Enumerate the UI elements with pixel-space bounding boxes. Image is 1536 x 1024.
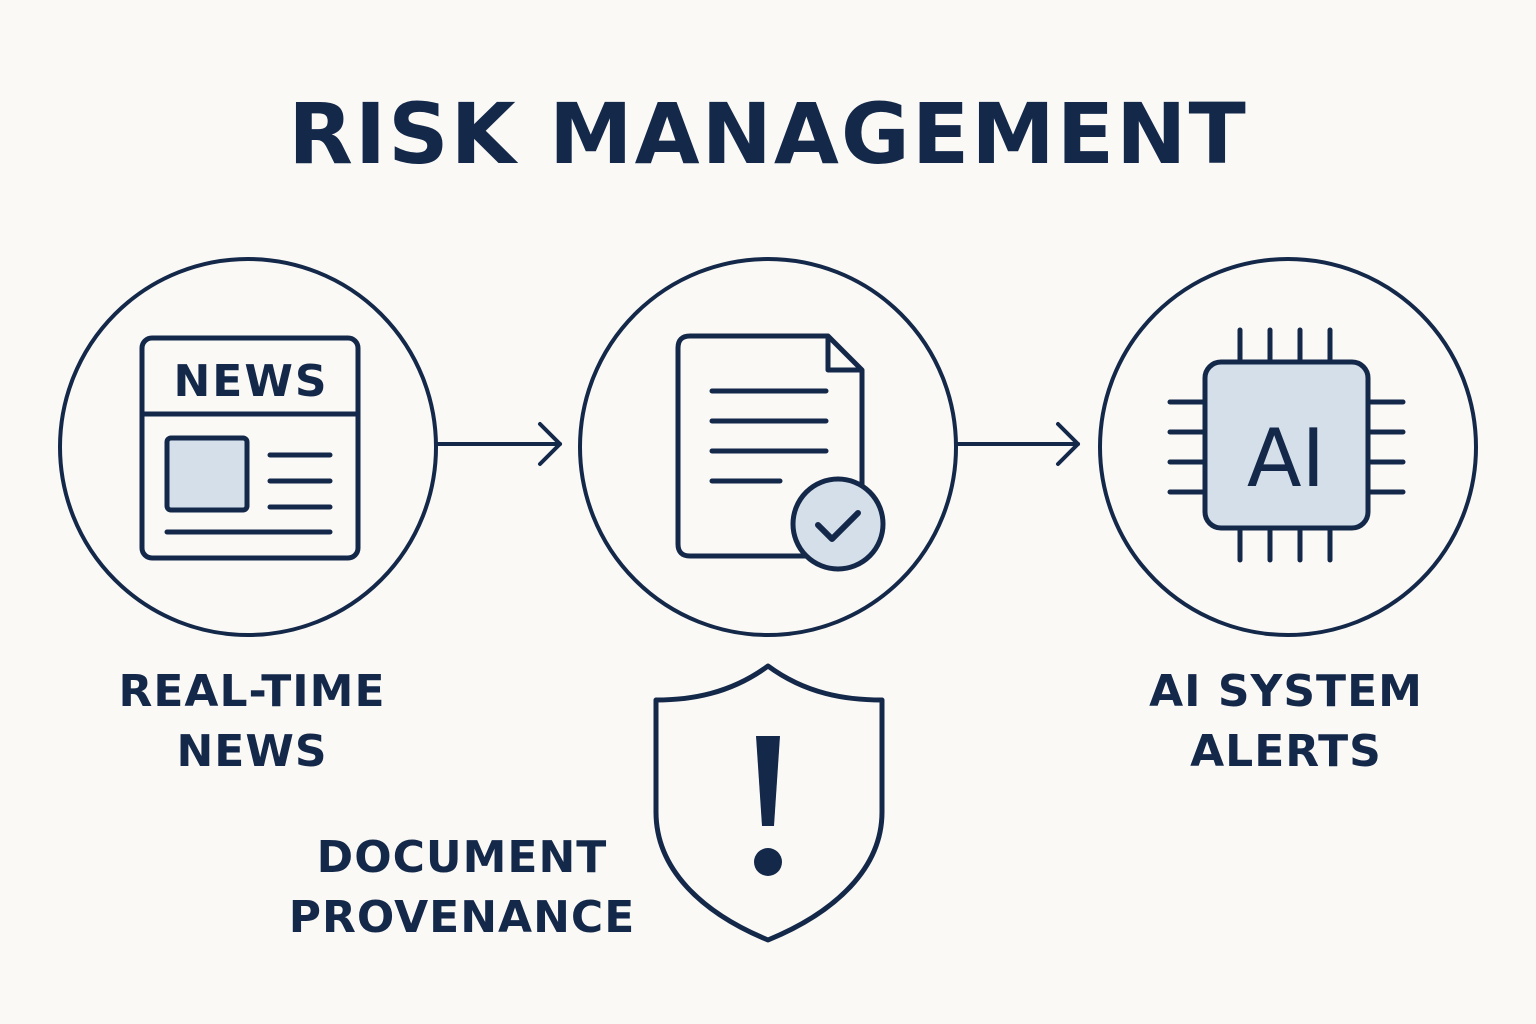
arrow-news-to-document xyxy=(436,422,562,466)
news-label-line-1: REAL-TIME xyxy=(118,666,385,717)
document-label-line-2: PROVENANCE xyxy=(289,892,636,943)
check-badge-icon xyxy=(790,476,886,572)
shield-warning-icon xyxy=(653,663,885,943)
news-node-circle xyxy=(58,257,438,637)
ai-chip-text: AI xyxy=(1247,412,1325,505)
ai-chip-icon: AI xyxy=(1167,327,1406,563)
news-header-text: NEWS xyxy=(173,356,328,407)
verified-document-icon xyxy=(675,333,886,572)
document-label-line-1: DOCUMENT xyxy=(317,832,608,883)
document-node-circle xyxy=(578,257,958,637)
arrow-document-to-ai xyxy=(956,422,1080,466)
diagram-title: RISK MANAGEMENT xyxy=(288,85,1248,183)
newspaper-icon: NEWS xyxy=(139,335,361,561)
ai-label-line-1: AI SYSTEM xyxy=(1149,666,1423,717)
news-label-line-2: NEWS xyxy=(176,726,327,777)
ai-node-circle xyxy=(1098,257,1478,637)
ai-label-line-2: ALERTS xyxy=(1190,726,1382,777)
